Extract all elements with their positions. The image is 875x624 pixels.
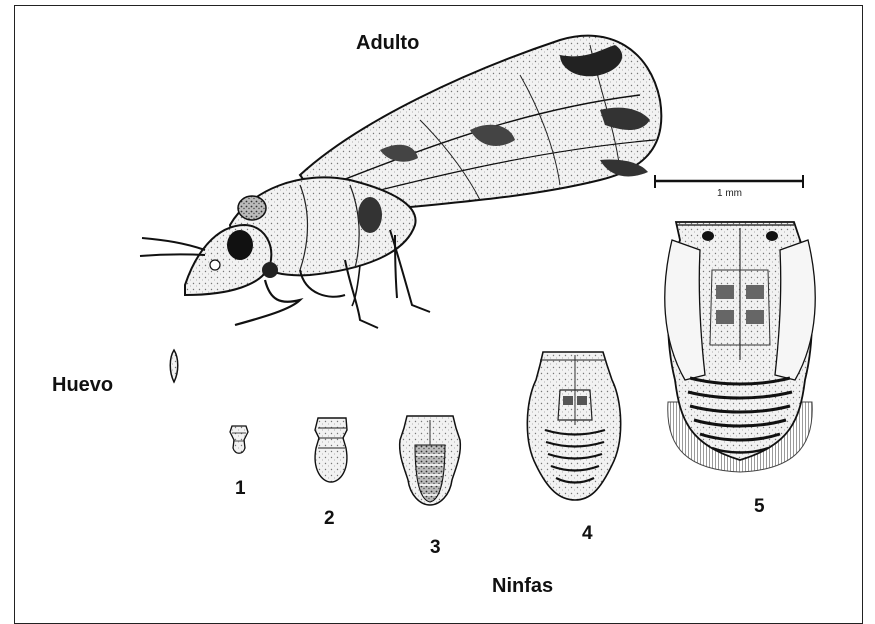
adult-eye — [227, 230, 253, 260]
adult-label: Adulto — [356, 32, 419, 55]
nymph-stage-4-label: 4 — [582, 523, 593, 545]
nymph-stage-2-label: 2 — [324, 508, 335, 530]
nymph-stage-5 — [665, 222, 815, 472]
egg-illustration — [170, 350, 178, 382]
adult-insect — [140, 36, 661, 328]
egg-label: Huevo — [52, 374, 113, 397]
nymph-stage-5-label: 5 — [754, 496, 765, 518]
nymph-stage-3 — [400, 416, 461, 505]
nymph-stage-2 — [315, 418, 347, 482]
nymph-stage-1 — [230, 426, 248, 453]
nymph-stage-3-label: 3 — [430, 537, 441, 559]
nymphs-label: Ninfas — [492, 575, 553, 598]
nymph-stage-1-label: 1 — [235, 478, 246, 500]
nymph-stage-4 — [527, 352, 620, 500]
scale-bar — [655, 175, 803, 188]
adult-head — [185, 225, 271, 295]
scale-bar-label: 1 mm — [717, 188, 742, 199]
